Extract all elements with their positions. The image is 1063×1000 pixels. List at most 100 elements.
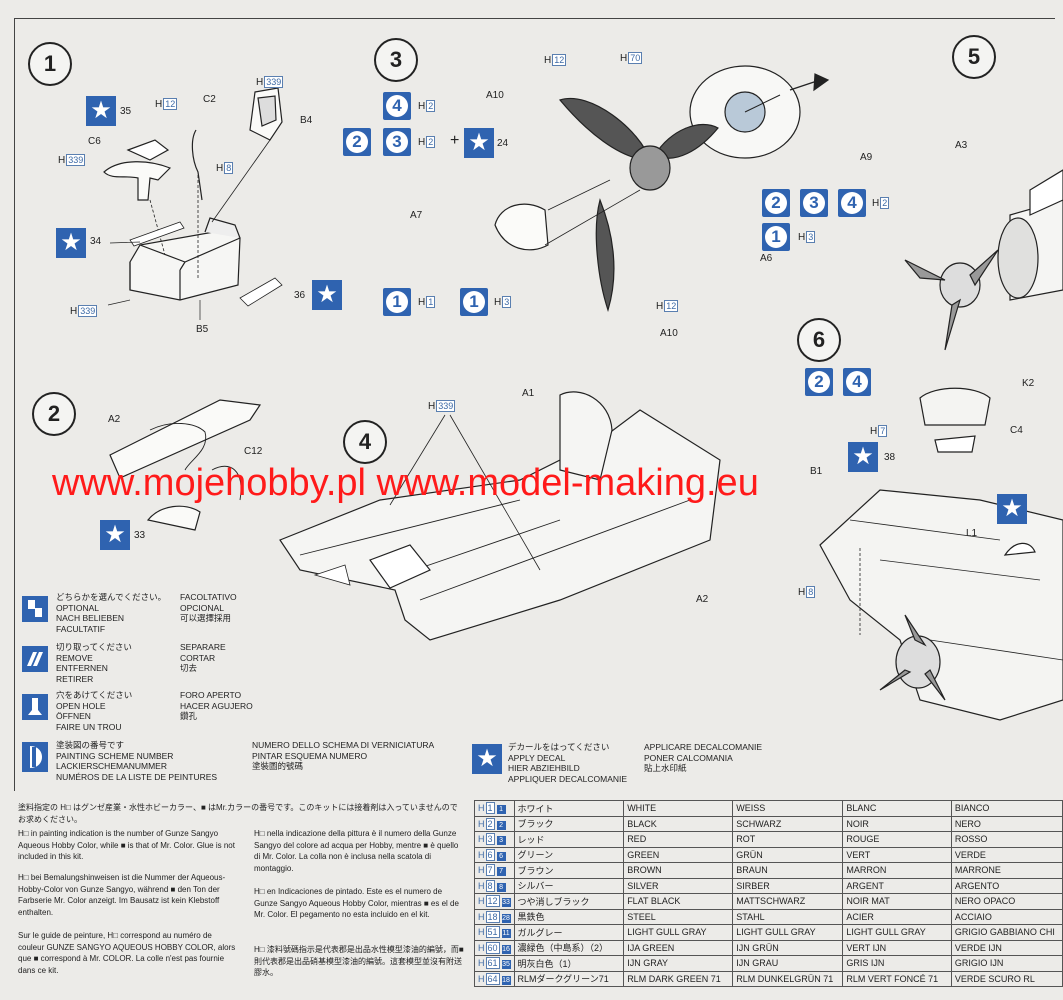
color-name-fr: NOIR xyxy=(842,815,952,832)
color-name-en: BLACK xyxy=(623,815,734,832)
color-name-en: IJN GRAY xyxy=(623,955,734,972)
legend-decal-star-icon: ★ xyxy=(472,744,502,774)
part-a3: A3 xyxy=(955,140,968,151)
part-a6: A6 xyxy=(760,253,773,264)
color-name-en: SILVER xyxy=(623,877,734,894)
step2-drawing xyxy=(109,399,262,531)
color-name-jp: ブラウン xyxy=(513,862,625,879)
color-name-it: VERDE xyxy=(950,846,1063,863)
part-a10-bottom: A10 xyxy=(660,328,678,339)
color-name-en: LIGHT GULL GRAY xyxy=(623,924,734,941)
part-b1: B1 xyxy=(810,466,823,477)
color-name-en: STEEL xyxy=(623,908,734,925)
decal-38: 38 xyxy=(884,452,896,463)
part-b4: B4 xyxy=(300,115,313,126)
color-name-en: BROWN xyxy=(623,862,734,879)
step-3-number: 3 xyxy=(374,38,418,82)
color-name-it: VERDE SCURO RL xyxy=(950,970,1063,987)
step4-fuselage-drawing xyxy=(279,391,721,641)
note-chinese: H□ 漆料號碼指示是代表郡是出品水性模型漆油的編號，而■則代表郡是出品硝基模型漆… xyxy=(254,945,464,977)
color-name-de: ROT xyxy=(732,831,844,848)
color-name-en: IJA GREEN xyxy=(623,939,734,956)
decal-star-icon: ★ xyxy=(86,96,116,126)
part-a10-top: A10 xyxy=(486,90,504,101)
decal-33: 33 xyxy=(134,530,146,541)
step3-propeller-drawing xyxy=(494,65,830,312)
color-name-de: STAHL xyxy=(732,908,844,925)
color-name-de: IJN GRAU xyxy=(732,955,844,972)
color-name-de: GRÜN xyxy=(732,846,844,863)
part-l1: L1 xyxy=(966,528,978,539)
color-name-en: FLAT BLACK xyxy=(623,893,734,910)
part-b5: B5 xyxy=(196,324,209,335)
step1-cockpit-drawing xyxy=(103,87,283,320)
scheme-3-badge: 3 xyxy=(800,189,828,217)
decal-star-icon: ★ xyxy=(848,442,878,472)
note-italian: H□ nella indicazione della pittura è il … xyxy=(254,829,459,873)
color-name-it: ACCIAIO xyxy=(950,908,1063,925)
color-name-it: NERO OPACO xyxy=(950,893,1063,910)
step-2-number: 2 xyxy=(32,392,76,436)
plus-sign: + xyxy=(450,132,460,149)
decal-34: 34 xyxy=(90,236,102,247)
scheme-2-badge: 2 xyxy=(343,128,371,156)
scheme-4-badge: 4 xyxy=(838,189,866,217)
part-a9: A9 xyxy=(860,152,873,163)
color-name-de: SCHWARZ xyxy=(732,815,844,832)
decal-star-icon: ★ xyxy=(100,520,130,550)
color-name-jp: RLMダークグリーン71 xyxy=(513,970,625,987)
color-name-it: MARRONE xyxy=(950,862,1063,879)
step-6-number: 6 xyxy=(797,318,841,362)
part-a1: A1 xyxy=(522,388,535,399)
color-name-fr: ROUGE xyxy=(842,831,952,848)
color-name-jp: ホワイト xyxy=(513,800,625,817)
part-a2-step2: A2 xyxy=(108,414,121,425)
decal-star-icon: ★ xyxy=(464,128,494,158)
scheme-2-badge: 2 xyxy=(762,189,790,217)
decal-star-icon: ★ xyxy=(312,280,342,310)
color-name-jp: ガルグレー xyxy=(513,924,625,941)
decal-star-icon: ★ xyxy=(56,228,86,258)
note-japanese: 塗料指定の H□ はグンゼ産業・水性ホビーカラー、■ はMr.カラーの番号です。… xyxy=(18,803,458,824)
watermark-text: www.mojehobby.pl www.model-making.eu xyxy=(52,462,759,504)
color-name-fr: NOIR MAT xyxy=(842,893,952,910)
color-name-jp: 黒鉄色 xyxy=(513,908,625,925)
part-k2: K2 xyxy=(1022,378,1035,389)
note-english: H□ in painting indication is the number … xyxy=(18,829,235,861)
color-name-it: ROSSO xyxy=(950,831,1063,848)
scheme-1-badge: 1 xyxy=(383,288,411,316)
color-name-de: SIRBER xyxy=(732,877,844,894)
color-name-it: VERDE IJN xyxy=(950,939,1063,956)
decal-35: 35 xyxy=(120,106,132,117)
color-name-jp: ブラック xyxy=(513,815,625,832)
color-name-fr: MARRON xyxy=(842,862,952,879)
